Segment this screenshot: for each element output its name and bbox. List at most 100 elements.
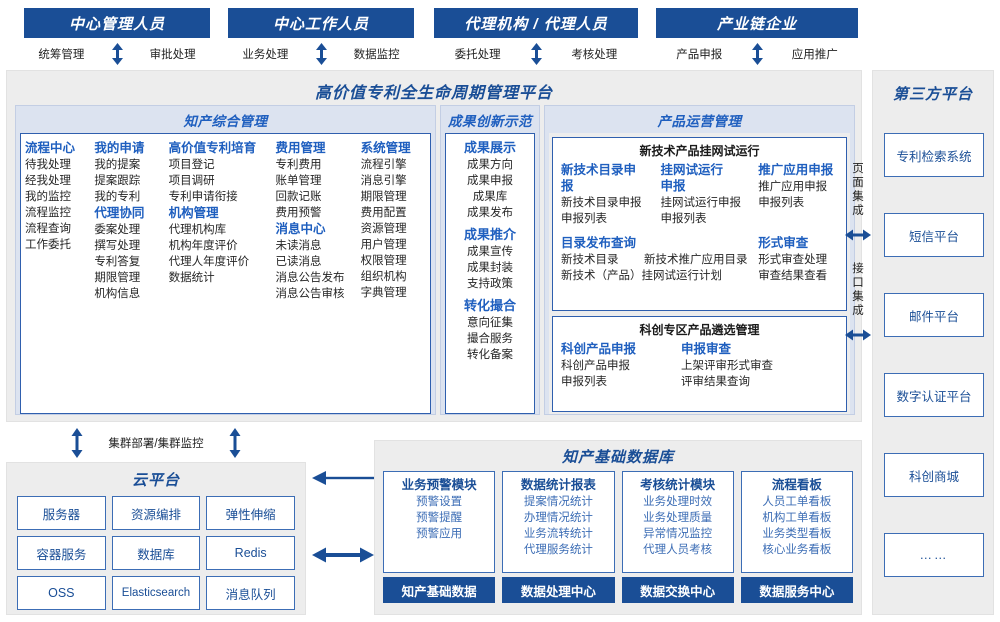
kdb-item[interactable]: 异常情况监控 bbox=[643, 528, 713, 540]
menu-item[interactable]: 上架评审形式审查 bbox=[681, 360, 773, 372]
kdb-header[interactable]: 数据统计报表 bbox=[520, 478, 596, 492]
menu-item[interactable]: 专利申请衔接 bbox=[168, 191, 238, 203]
menu-item[interactable]: 权限管理 bbox=[360, 255, 407, 267]
kdb-item[interactable]: 预警提醒 bbox=[416, 512, 463, 524]
menu-item[interactable]: 转化备案 bbox=[467, 349, 513, 361]
menu-item[interactable]: 形式审查处理 bbox=[758, 254, 828, 266]
menu-item[interactable]: 新技术目录 新技术推广应用目录 bbox=[561, 254, 748, 266]
menu-item[interactable]: 科创产品申报 bbox=[561, 360, 630, 372]
kdb-item[interactable]: 业务流转统计 bbox=[523, 528, 593, 540]
column-header[interactable]: 机构管理 bbox=[168, 206, 219, 220]
column-header[interactable]: 成果推介 bbox=[463, 227, 516, 242]
role-bar-1[interactable]: 中心工作人员 bbox=[228, 8, 414, 38]
menu-item[interactable]: 评审结果查询 bbox=[681, 376, 750, 388]
menu-item[interactable]: 推广应用申报 bbox=[758, 181, 828, 193]
menu-item[interactable]: 专利费用 bbox=[275, 159, 322, 171]
column-header[interactable]: 新技术目录申报 bbox=[561, 163, 637, 193]
menu-item[interactable]: 撮合服务 bbox=[467, 333, 513, 345]
menu-item[interactable]: 待我处理 bbox=[25, 159, 71, 171]
column-header[interactable]: 成果展示 bbox=[463, 140, 516, 155]
kdb-item[interactable]: 代理人员考核 bbox=[643, 544, 713, 556]
menu-item[interactable]: 成果申报 bbox=[467, 175, 513, 187]
cloud-cell[interactable]: 消息队列 bbox=[206, 576, 295, 610]
kdb-item[interactable]: 机构工单看板 bbox=[762, 512, 832, 524]
role-bar-2[interactable]: 代理机构 / 代理人员 bbox=[434, 8, 638, 38]
menu-item[interactable]: 用户管理 bbox=[360, 239, 407, 251]
column-header[interactable]: 流程中心 bbox=[25, 141, 76, 155]
column-header[interactable]: 转化撮合 bbox=[463, 298, 516, 313]
menu-item[interactable]: 消息公告审核 bbox=[275, 288, 345, 300]
column-header[interactable]: 高价值专利培育 bbox=[168, 141, 257, 155]
cloud-cell[interactable]: Redis bbox=[206, 536, 295, 570]
menu-item[interactable]: 代理机构库 bbox=[168, 224, 227, 236]
menu-item[interactable]: 新技术（产品）挂网试运行计划 bbox=[561, 270, 722, 282]
kdb-footer[interactable]: 数据服务中心 bbox=[740, 577, 853, 603]
kdb-footer[interactable]: 数据处理中心 bbox=[502, 577, 615, 603]
role-bar-3[interactable]: 产业链企业 bbox=[656, 8, 858, 38]
kdb-item[interactable]: 预警设置 bbox=[416, 496, 463, 508]
kdb-item[interactable]: 预警应用 bbox=[416, 528, 463, 540]
kdb-header[interactable]: 考核统计模块 bbox=[640, 478, 716, 492]
cloud-cell[interactable]: 资源编排 bbox=[111, 496, 201, 530]
menu-item[interactable]: 申报列表 bbox=[758, 197, 805, 209]
cloud-cell[interactable]: 服务器 bbox=[17, 496, 106, 530]
menu-item[interactable]: 成果发布 bbox=[467, 207, 513, 219]
kdb-footer[interactable]: 数据交换中心 bbox=[621, 577, 734, 603]
cloud-cell[interactable]: 数据库 bbox=[111, 536, 201, 570]
kdb-header[interactable]: 业务预警模块 bbox=[401, 478, 477, 492]
kdb-item[interactable]: 业务处理时效 bbox=[643, 496, 713, 508]
column-header[interactable]: 系统管理 bbox=[360, 141, 411, 155]
column-header[interactable]: 推广应用申报 bbox=[758, 163, 834, 177]
column-header[interactable]: 我的申请 bbox=[94, 141, 145, 155]
menu-item[interactable]: 我的专利 bbox=[94, 191, 141, 203]
kdb-item[interactable]: 代理服务统计 bbox=[523, 544, 593, 556]
kdb-footer[interactable]: 知产基础数据 bbox=[383, 577, 496, 603]
third-party-item-4[interactable]: 科创商城 bbox=[884, 453, 984, 497]
menu-item[interactable]: 意向征集 bbox=[467, 317, 513, 329]
menu-item[interactable]: 挂网试运行申报 bbox=[660, 197, 742, 209]
third-party-item-1[interactable]: 短信平台 bbox=[884, 213, 984, 257]
kdb-item[interactable]: 人员工单看板 bbox=[762, 496, 832, 508]
column-header[interactable]: 科创产品申报 bbox=[561, 342, 637, 356]
menu-item[interactable]: 流程监控 bbox=[25, 207, 71, 219]
menu-item[interactable]: 审查结果查看 bbox=[758, 270, 828, 282]
column-header[interactable]: 目录发布查询 bbox=[561, 236, 637, 250]
third-party-item-5[interactable]: …… bbox=[884, 533, 984, 577]
menu-item[interactable]: 委案处理 bbox=[94, 224, 141, 236]
menu-item[interactable]: 机构信息 bbox=[94, 288, 141, 300]
menu-item[interactable]: 费用预警 bbox=[275, 207, 322, 219]
menu-item[interactable]: 申报列表 bbox=[660, 213, 707, 225]
cloud-cell[interactable]: 容器服务 bbox=[17, 536, 106, 570]
column-header[interactable]: 消息中心 bbox=[275, 222, 326, 236]
column-header[interactable]: 形式审查 bbox=[758, 236, 809, 250]
kdb-item[interactable]: 业务类型看板 bbox=[762, 528, 832, 540]
cloud-cell[interactable]: 弹性伸缩 bbox=[206, 496, 295, 530]
role-bar-0[interactable]: 中心管理人员 bbox=[24, 8, 210, 38]
menu-item[interactable]: 经我处理 bbox=[25, 175, 71, 187]
column-header[interactable]: 代理协同 bbox=[94, 206, 145, 220]
menu-item[interactable]: 提案跟踪 bbox=[94, 175, 141, 187]
menu-item[interactable]: 资源管理 bbox=[360, 223, 407, 235]
menu-item[interactable]: 申报列表 bbox=[561, 376, 607, 388]
menu-item[interactable]: 消息公告发布 bbox=[275, 272, 345, 284]
menu-item[interactable]: 专利答复 bbox=[94, 256, 141, 268]
column-header[interactable]: 申报审查 bbox=[681, 342, 732, 356]
menu-item[interactable]: 撰写处理 bbox=[94, 240, 141, 252]
menu-item[interactable]: 项目登记 bbox=[168, 159, 215, 171]
column-header[interactable]: 费用管理 bbox=[275, 141, 326, 155]
menu-item[interactable]: 我的监控 bbox=[25, 191, 71, 203]
menu-item[interactable]: 项目调研 bbox=[168, 175, 215, 187]
menu-item[interactable]: 新技术目录申报 bbox=[561, 197, 642, 209]
menu-item[interactable]: 字典管理 bbox=[360, 287, 407, 299]
cloud-cell[interactable]: OSS bbox=[17, 576, 106, 610]
third-party-item-2[interactable]: 邮件平台 bbox=[884, 293, 984, 337]
kdb-item[interactable]: 核心业务看板 bbox=[762, 544, 832, 556]
menu-item[interactable]: 成果库 bbox=[472, 191, 508, 203]
third-party-item-0[interactable]: 专利检索系统 bbox=[884, 133, 984, 177]
menu-item[interactable]: 消息引擎 bbox=[360, 175, 407, 187]
menu-item[interactable]: 流程引擎 bbox=[360, 159, 407, 171]
menu-item[interactable]: 成果宣传 bbox=[467, 246, 513, 258]
menu-item[interactable]: 申报列表 bbox=[561, 213, 607, 225]
kdb-item[interactable]: 办理情况统计 bbox=[523, 512, 593, 524]
menu-item[interactable]: 组织机构 bbox=[360, 271, 407, 283]
